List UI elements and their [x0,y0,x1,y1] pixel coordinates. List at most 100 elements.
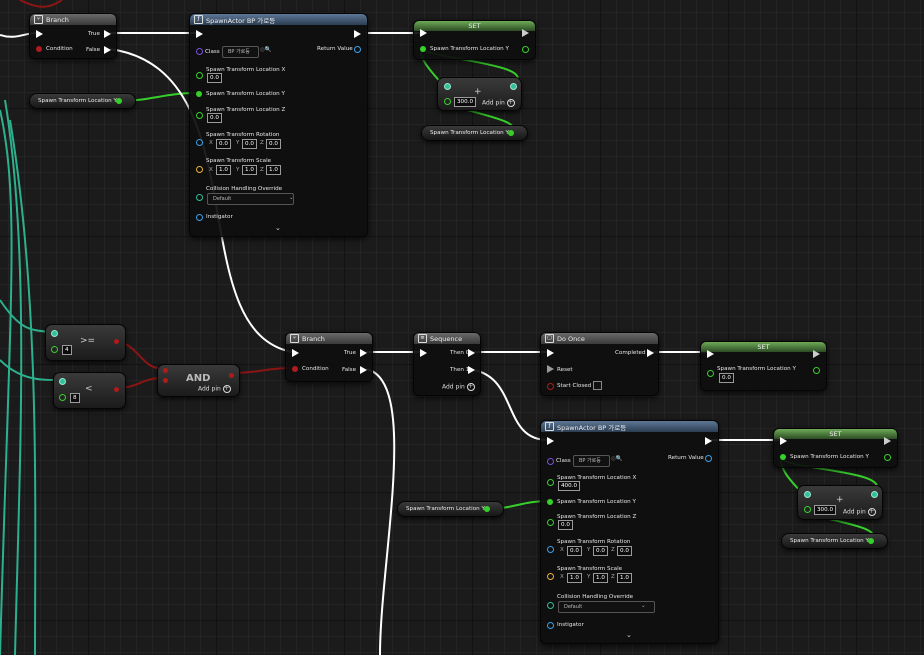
exec-in-pin[interactable] [292,349,299,357]
rot-z-input[interactable]: 0.0 [266,139,281,149]
rot-z-input[interactable]: 0.0 [617,546,632,556]
input-b-pin[interactable] [59,394,66,401]
result-pin[interactable] [229,373,234,378]
collision-select[interactable]: Default [558,601,655,613]
input-b-pin[interactable] [163,378,168,383]
branch-node-mid[interactable]: ⑂Branch Condition True False [285,332,373,382]
then1-exec-pin[interactable] [468,366,475,374]
result-pin[interactable] [510,83,517,90]
input-a-pin[interactable] [59,378,66,385]
scale-y-input[interactable]: 1.0 [593,573,608,583]
scale-x-input[interactable]: 1.0 [216,165,231,175]
set-node-top[interactable]: SET Spawn Transform Location Y [413,20,536,60]
input-b-pin[interactable] [51,346,58,353]
lt-value-input[interactable]: 8 [70,393,80,403]
true-exec-pin[interactable] [360,349,367,357]
rot-y-input[interactable]: 0.0 [242,139,257,149]
loc-x-pin[interactable] [196,72,203,79]
return-value-pin[interactable] [354,46,361,53]
scale-pin[interactable] [196,166,203,173]
collision-select[interactable]: Default [207,193,294,205]
collision-pin[interactable] [547,602,554,609]
set-node-mid[interactable]: SET Spawn Transform Location Y 0.0 [700,341,827,391]
loc-z-pin[interactable] [547,519,554,526]
sequence-node[interactable]: ≡Sequence Then 0 Then 1 Add pin + [413,332,481,396]
add-node-top[interactable]: 300.0 + Add pin + [437,77,522,111]
get-var-node-mid[interactable]: Spawn Transform Location Y [397,501,504,517]
value-out-pin[interactable] [522,46,529,53]
ge-value-input[interactable]: 4 [62,345,72,355]
result-pin[interactable] [871,491,878,498]
rot-y-input[interactable]: 0.0 [593,546,608,556]
compare-lt-node[interactable]: 8 < [53,372,126,409]
loc-z-input[interactable]: 0.0 [558,520,573,530]
add-pin-button[interactable]: Add pin + [198,385,231,393]
exec-out-pin[interactable] [705,437,712,445]
condition-pin[interactable] [292,366,298,372]
value-out-pin[interactable] [884,454,891,461]
scale-y-input[interactable]: 1.0 [242,165,257,175]
loc-x-input[interactable]: 400.0 [558,481,581,491]
reset-exec-pin[interactable] [547,365,554,373]
result-pin[interactable] [114,387,119,392]
exec-in-pin[interactable] [547,349,554,357]
set-node-bottom[interactable]: SET Spawn Transform Location Y [773,428,898,468]
var-out-pin[interactable] [508,130,514,136]
expand-chevron-icon[interactable]: ⌄ [275,224,281,232]
class-pin[interactable] [547,458,554,465]
get-var-node-right-top[interactable]: Spawn Transform Location Y [421,125,528,141]
input-b-pin[interactable] [444,98,451,105]
and-node[interactable]: AND Add pin + [157,364,240,397]
add-value-input[interactable]: 300.0 [454,97,477,107]
expand-chevron-icon[interactable]: ⌄ [626,631,632,639]
input-a-pin[interactable] [804,491,811,498]
add-pin-button[interactable]: Add pin + [843,508,876,516]
input-a-pin[interactable] [51,330,58,337]
condition-pin[interactable] [36,46,42,52]
instigator-pin[interactable] [547,622,554,629]
add-value-input[interactable]: 300.0 [814,505,837,515]
loc-z-pin[interactable] [196,112,203,119]
compare-ge-node[interactable]: 4 >= [45,324,126,361]
get-var-node-left-top[interactable]: Spawn Transform Location Y [29,93,136,109]
browse-icon[interactable]: ◎🔍 [260,47,272,53]
value-in-pin[interactable] [420,46,426,52]
add-pin-button[interactable]: Add pin + [442,383,475,391]
var-out-pin[interactable] [868,538,874,544]
rotation-pin[interactable] [547,546,554,553]
start-closed-pin[interactable] [547,383,554,390]
input-a-pin[interactable] [444,83,451,90]
exec-in-pin[interactable] [36,30,43,38]
class-pin[interactable] [196,48,203,55]
var-out-pin[interactable] [116,98,122,104]
scale-pin[interactable] [547,573,554,580]
value-out-pin[interactable] [813,367,820,374]
false-exec-pin[interactable] [360,366,367,374]
instigator-pin[interactable] [196,214,203,221]
exec-in-pin[interactable] [420,349,427,357]
exec-out-pin[interactable] [522,29,529,37]
loc-z-input[interactable]: 0.0 [207,113,222,123]
value-in-pin[interactable] [707,370,714,377]
scale-x-input[interactable]: 1.0 [567,573,582,583]
return-value-pin[interactable] [705,455,712,462]
exec-in-pin[interactable] [780,437,787,445]
browse-icon[interactable]: ◎🔍 [611,456,623,462]
class-select[interactable]: BP 가로등 [573,455,610,467]
class-select[interactable]: BP 가로등 [222,46,259,58]
add-pin-button[interactable]: Add pin + [482,99,515,107]
completed-exec-pin[interactable] [647,349,654,357]
exec-out-pin[interactable] [354,30,361,38]
do-once-node[interactable]: ▢Do Once Completed Reset Start Closed [540,332,659,396]
loc-x-input[interactable]: 0.0 [207,73,222,83]
input-b-pin[interactable] [804,506,811,513]
then0-exec-pin[interactable] [468,349,475,357]
result-pin[interactable] [114,339,119,344]
add-node-bottom[interactable]: 300.0 + Add pin + [797,485,883,520]
exec-out-pin[interactable] [813,350,820,358]
loc-x-pin[interactable] [547,479,554,486]
scale-z-input[interactable]: 1.0 [266,165,281,175]
